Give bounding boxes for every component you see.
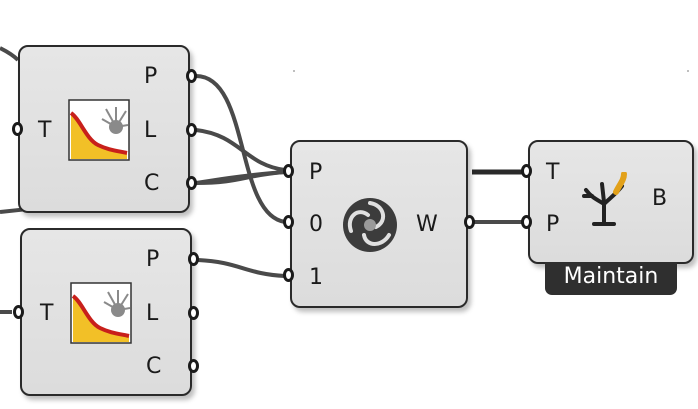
output-grip-w-weave-top[interactable] — [464, 165, 475, 179]
sun-component-top[interactable]: T P L C — [18, 45, 190, 213]
output-label-c: C — [144, 171, 160, 196]
sun-path-curve-icon — [68, 99, 130, 161]
output-grip-l-top[interactable] — [186, 123, 197, 137]
input-grip-0-weave[interactable] — [283, 215, 294, 229]
input-label-p: P — [546, 212, 560, 237]
output-grip-c-bottom[interactable] — [188, 359, 199, 373]
input-label-0: 0 — [309, 212, 323, 237]
input-grip-t-bottom[interactable] — [13, 305, 24, 319]
output-label-w: W — [416, 212, 438, 237]
output-label-p: P — [146, 247, 160, 272]
output-label-l: L — [146, 301, 159, 326]
input-grip-p-weave[interactable] — [283, 164, 294, 178]
input-label-t: T — [40, 301, 54, 326]
input-grip-t-maintain[interactable] — [521, 164, 532, 178]
component-caption-maintain: Maintain — [545, 262, 677, 295]
canvas-grid-dot — [293, 70, 295, 72]
sun-component-bottom[interactable]: T P L C — [20, 228, 192, 396]
wire-incoming-top[interactable] — [0, 46, 20, 62]
output-label-p: P — [144, 64, 158, 89]
output-label-l: L — [144, 118, 157, 143]
input-label-t: T — [546, 160, 560, 185]
output-grip-l-bottom[interactable] — [188, 306, 199, 320]
output-grip-p-top[interactable] — [186, 69, 197, 83]
weave-swirl-icon — [343, 198, 397, 252]
input-grip-t-top[interactable] — [12, 122, 23, 136]
input-grip-1-weave[interactable] — [283, 268, 294, 282]
weave-component[interactable]: P 0 1 W — [290, 140, 468, 308]
output-grip-p-bottom[interactable] — [188, 252, 199, 266]
wire-bottom-p-to-weave-1[interactable] — [197, 258, 286, 278]
canvas-grid-dot — [687, 70, 689, 72]
output-grip-w-weave[interactable] — [464, 215, 475, 229]
maintain-component[interactable]: T P B — [528, 140, 694, 264]
wire-top-l-to-weave-p[interactable] — [195, 128, 286, 172]
output-label-b: B — [652, 186, 668, 211]
input-label-1: 1 — [309, 265, 323, 290]
output-label-c: C — [146, 354, 162, 379]
wire-top-p-to-weave-0[interactable] — [195, 74, 286, 224]
output-grip-c-top[interactable] — [186, 176, 197, 190]
input-grip-p-maintain[interactable] — [521, 215, 532, 229]
input-label-t: T — [38, 118, 52, 143]
input-label-p: P — [309, 160, 323, 185]
tree-branch-icon — [582, 172, 627, 226]
sun-path-curve-icon — [70, 282, 132, 344]
